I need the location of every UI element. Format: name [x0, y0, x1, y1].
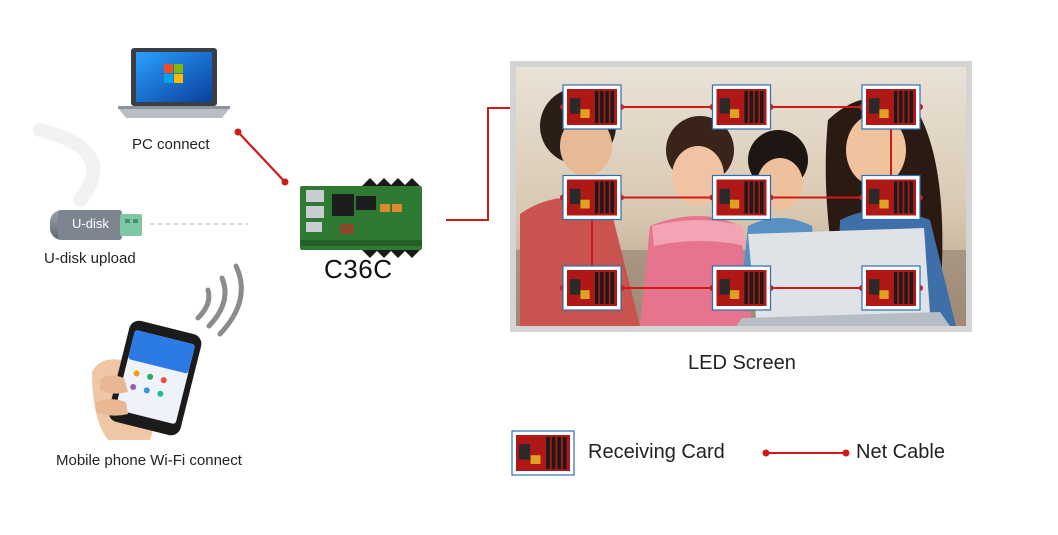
- laptop-icon: [118, 48, 230, 118]
- receiving-card: [562, 84, 622, 130]
- pc-net-cable: [237, 131, 286, 183]
- mobile-wifi-label: Mobile phone Wi-Fi connect: [56, 452, 242, 469]
- udisk-icon: [50, 210, 142, 240]
- receiving-card: [562, 265, 622, 311]
- led-screen: [510, 61, 972, 332]
- receiving-card: [861, 174, 921, 221]
- receiving-card: [562, 174, 622, 221]
- receiving-card: [711, 174, 772, 221]
- mobile-phone-icon: [92, 320, 202, 440]
- controller-board-icon: [300, 178, 422, 258]
- receiving-card-grid: [560, 84, 923, 311]
- receiving-card: [861, 265, 921, 311]
- receiving-card: [711, 84, 772, 130]
- receiving-card: [711, 265, 772, 311]
- legend: [511, 430, 850, 476]
- udisk-upload-label: U-disk upload: [44, 250, 136, 267]
- led-screen-label: LED Screen: [688, 352, 796, 374]
- controller-name: C36C: [324, 254, 393, 284]
- receiving-card: [861, 84, 921, 130]
- legend-net-cable-label: Net Cable: [856, 441, 945, 463]
- wifi-signal-icon: [195, 263, 244, 337]
- legend-receiving-card-label: Receiving Card: [588, 441, 725, 463]
- udisk-text: U-disk: [72, 216, 109, 231]
- legend-card-graphic: [511, 430, 575, 476]
- pc-connect-label: PC connect: [132, 136, 210, 153]
- legend-receiving-card-icon: [511, 430, 575, 476]
- background-swoosh: [33, 123, 101, 207]
